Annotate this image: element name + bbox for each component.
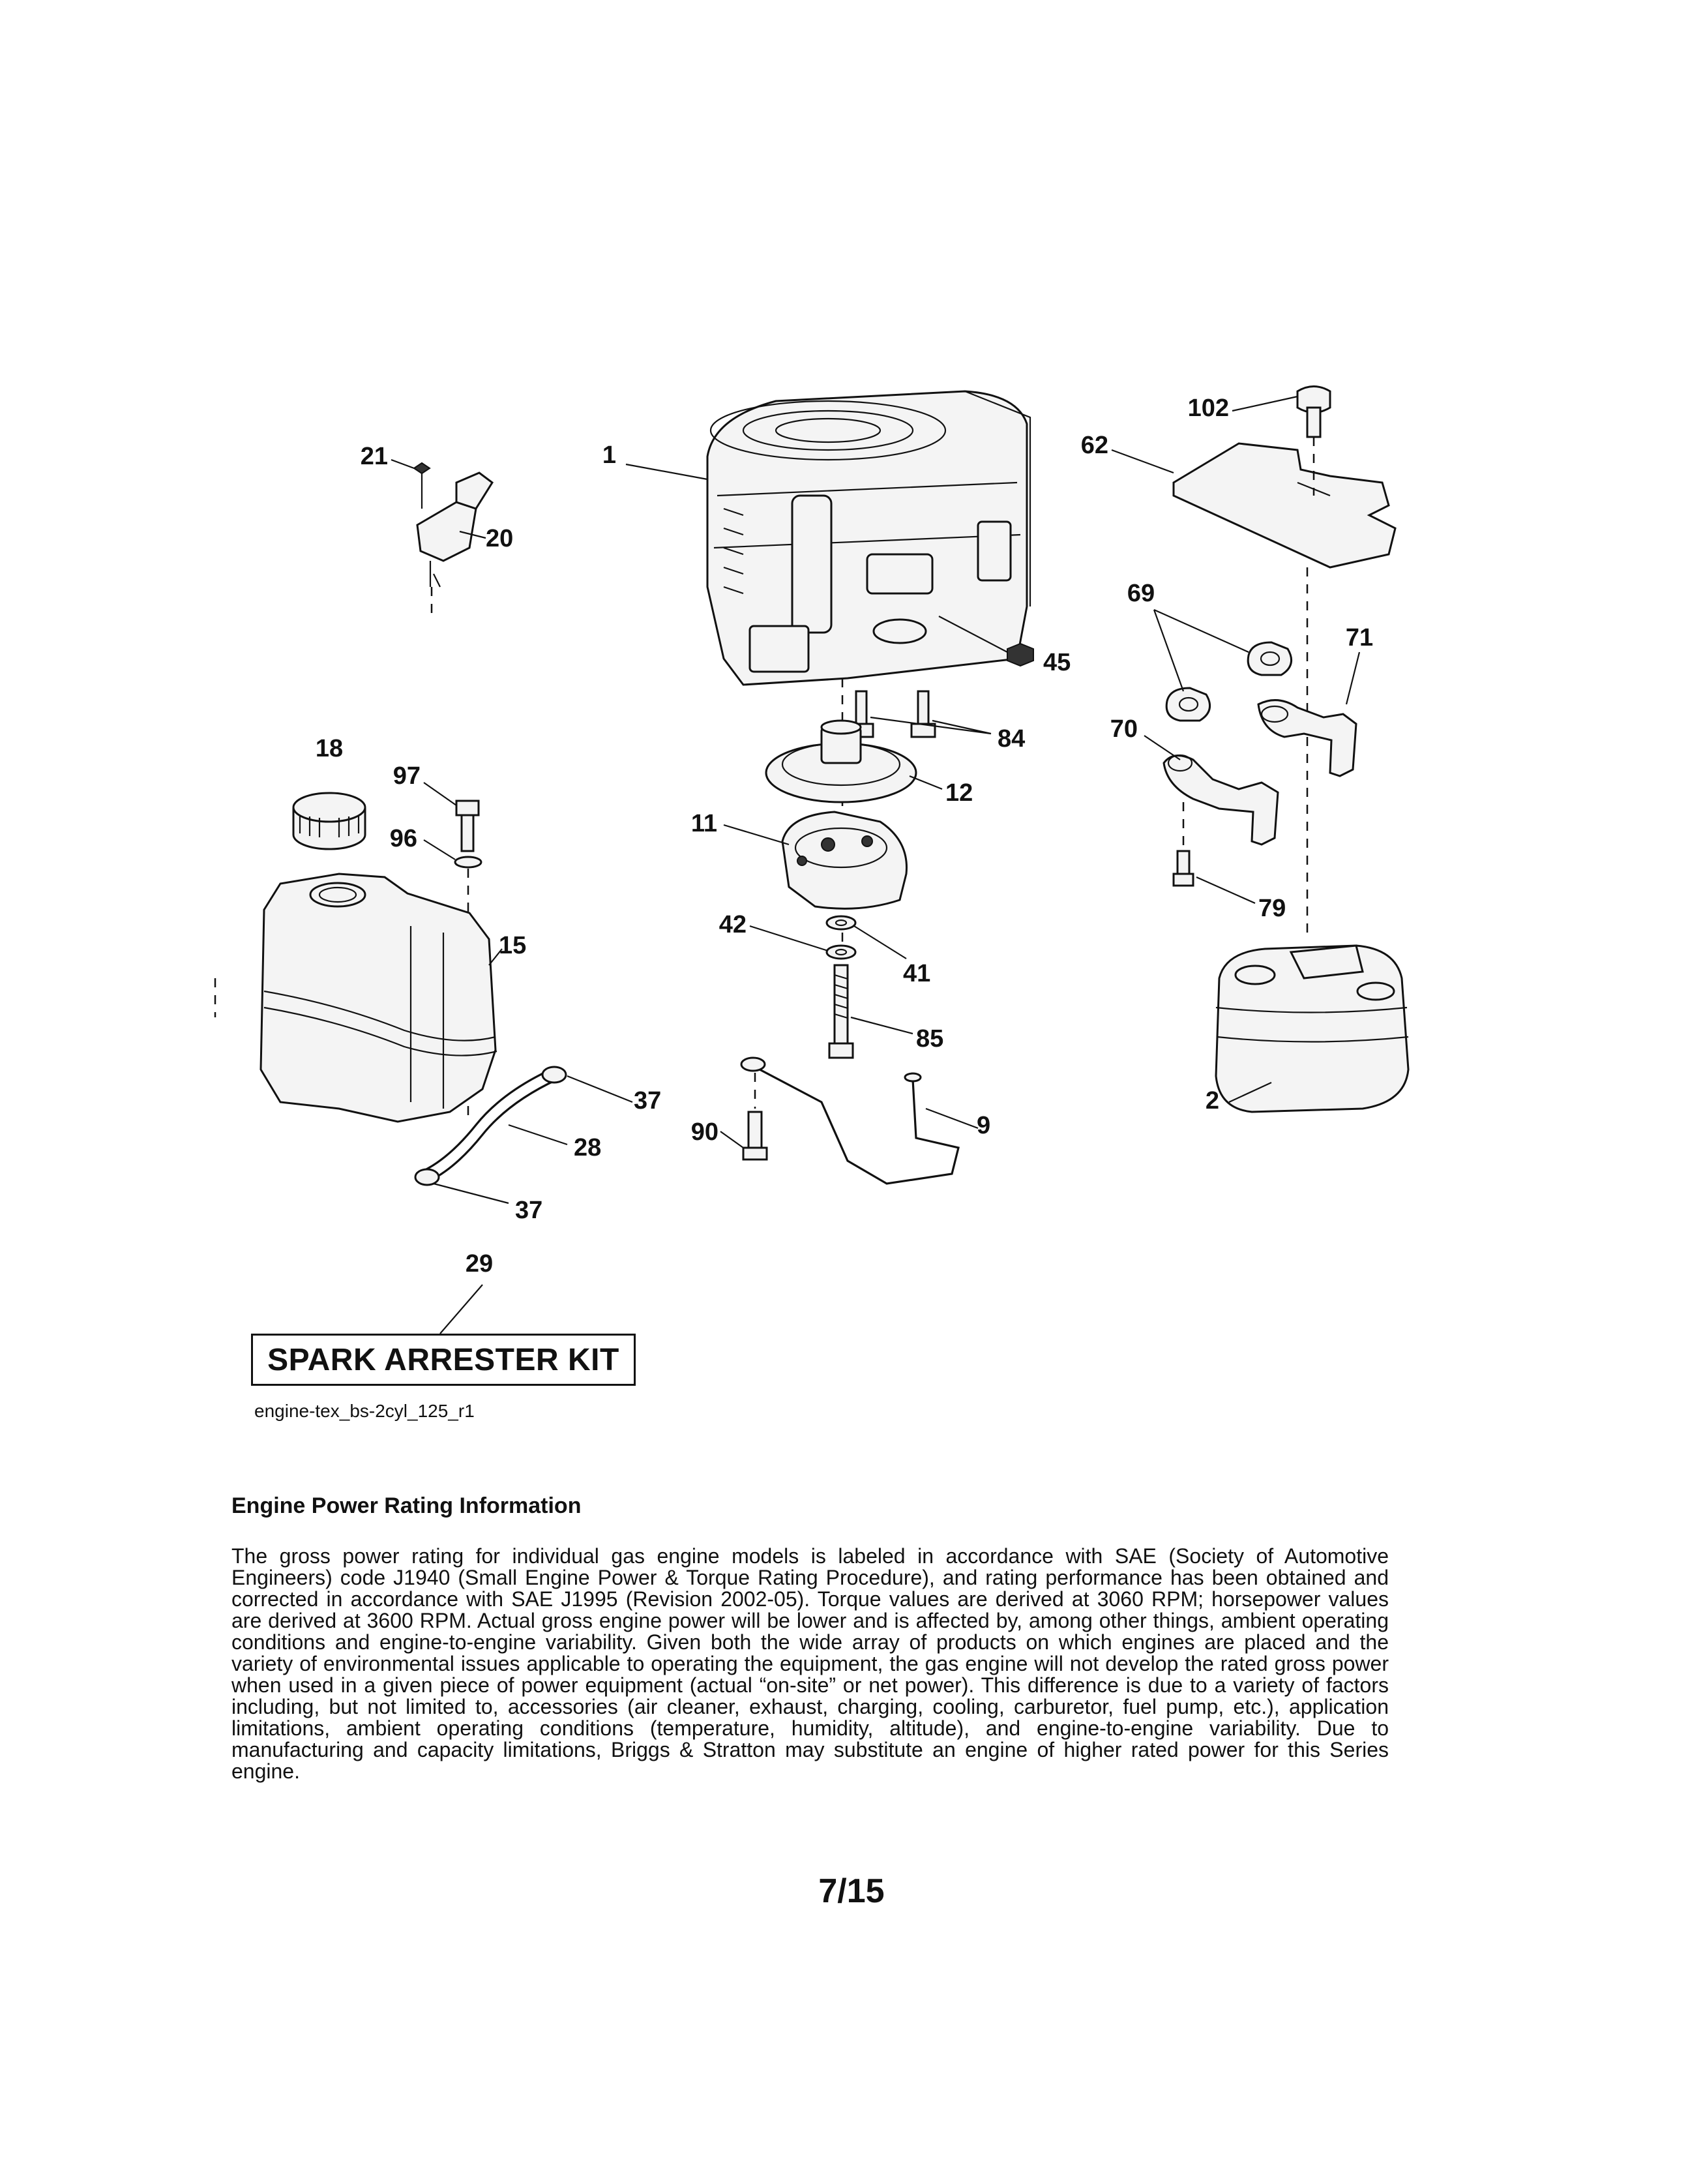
callout-bolt-90: 90 (691, 1118, 718, 1146)
bolts-84-part (848, 690, 936, 738)
leader-muffler-2 (1228, 1082, 1272, 1103)
callout-screw-21: 21 (361, 443, 388, 470)
leader-engine (625, 463, 708, 481)
screw-21-part (413, 462, 431, 509)
washer-96-part (454, 856, 482, 869)
callout-gasket-69: 69 (1127, 580, 1155, 607)
leader-nut-45 (938, 616, 1008, 653)
fuel-tank-15-part (259, 873, 497, 1123)
leader-clamp-37-upper (567, 1075, 633, 1103)
leader-bracket-9 (925, 1107, 979, 1129)
bracket-9-part (740, 1056, 960, 1185)
leader-bolt-97 (423, 782, 457, 806)
gasket-69-part (1165, 641, 1293, 722)
callout-heat-shield-62: 62 (1081, 432, 1108, 459)
callout-clutch-11: 11 (691, 810, 717, 837)
callout-washer-96: 96 (390, 825, 417, 852)
callout-engine: 1 (602, 441, 616, 469)
leader-screw-21 (391, 458, 415, 470)
callout-bolt-102: 102 (1188, 395, 1229, 422)
callout-bolt-97: 97 (393, 762, 421, 790)
nut-45-part (1007, 642, 1034, 667)
rating-body: The gross power rating for individual ga… (231, 1544, 1389, 1783)
leader-clutch-11 (723, 824, 790, 846)
leader-bolt-90 (720, 1131, 744, 1148)
callout-washer-42: 42 (719, 911, 747, 938)
washer-42-part (825, 944, 857, 960)
callout-bracket-9: 9 (977, 1112, 990, 1139)
leader-washer-96 (423, 839, 456, 860)
callout-bolts-84: 84 (998, 725, 1025, 753)
leader-bolts-84 (870, 716, 992, 735)
pulley-12-part (765, 719, 917, 803)
heat-shield-62-part (1172, 442, 1397, 569)
callout-bolt-85: 85 (916, 1025, 943, 1053)
leader-fuel-hose-28 (508, 1124, 568, 1146)
washer-41-part (825, 915, 857, 931)
leader-pulley-12 (909, 775, 943, 790)
callout-choke-20: 20 (486, 525, 513, 552)
centerline-shield-muffler (1306, 437, 1315, 939)
leader-clamp-37-lower (433, 1182, 509, 1204)
callout-muffler-2: 2 (1206, 1087, 1219, 1114)
diagram-id: engine-tex_bs-2cyl_125_r1 (254, 1401, 475, 1421)
page-number: 7/15 (818, 1872, 885, 1910)
bolt-97-part (455, 800, 480, 852)
muffler-2-part (1215, 944, 1410, 1113)
leader-heat-shield-62 (1111, 449, 1174, 474)
bolt-102-part (1296, 385, 1331, 438)
leader-choke-20 (459, 530, 486, 539)
leader-bolt-102 (1232, 395, 1298, 412)
clutch-11-part (781, 811, 908, 910)
callout-exhaust-pipe-71: 71 (1346, 624, 1373, 651)
callout-spark-arrester-29: 29 (466, 1250, 493, 1278)
bolt-90-part (742, 1073, 768, 1161)
exhaust-pipe-70-part (1162, 754, 1279, 846)
bolt-79-part (1172, 850, 1194, 887)
clamp-37-lower-part (414, 1168, 440, 1186)
leader-washer-41 (853, 925, 907, 959)
leader-gasket-69 (1153, 608, 1249, 692)
callout-exhaust-pipe-70: 70 (1110, 715, 1138, 743)
leader-bolt-79 (1196, 876, 1256, 905)
leader-fuel-tank-15 (488, 948, 503, 966)
bolt-85-part (828, 964, 854, 1059)
callout-fuel-hose-28: 28 (574, 1134, 601, 1161)
callout-clamp-37-upper: 37 (634, 1087, 661, 1114)
callout-pulley-12: 12 (945, 779, 973, 807)
clamp-37-upper-part (541, 1066, 567, 1084)
exhaust-pipe-71-part (1257, 699, 1357, 777)
fuel-cap-18-part (292, 792, 366, 850)
spark-arrester-kit-box: SPARK ARRESTER KIT (251, 1334, 636, 1386)
callout-fuel-cap-18: 18 (316, 735, 343, 762)
choke-control-20-part (416, 471, 494, 613)
callout-washer-41: 41 (903, 960, 930, 987)
leader-spark-arrester-29 (439, 1284, 483, 1334)
callout-nut-45: 45 (1043, 649, 1071, 676)
fuel-hose-28-part (423, 1068, 558, 1182)
callout-clamp-37-lower: 37 (515, 1197, 542, 1224)
callout-bolt-79: 79 (1258, 895, 1286, 922)
engine-part (706, 390, 1031, 686)
exploded-parts-diagram: 1 45 84 12 11 42 (214, 385, 1410, 1334)
leader-exhaust-pipe-71 (1345, 651, 1361, 705)
rating-heading: Engine Power Rating Information (231, 1493, 582, 1518)
callout-fuel-tank-15: 15 (499, 932, 526, 959)
leader-exhaust-pipe-70 (1144, 735, 1181, 760)
leader-washer-42 (749, 925, 829, 952)
leader-bolt-85 (850, 1016, 913, 1035)
